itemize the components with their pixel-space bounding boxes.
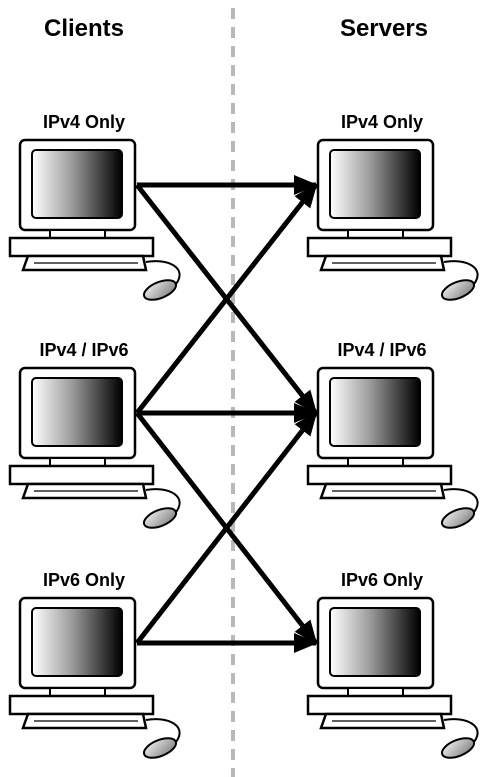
system-unit: [8, 464, 155, 486]
screen: [329, 377, 421, 447]
mouse-cord: [145, 260, 181, 285]
mouse-cord: [145, 718, 181, 743]
servers-column-title: Servers: [340, 15, 428, 42]
clients-column-title: Clients: [44, 15, 124, 42]
client-ipv6: IPv6 Only: [8, 570, 181, 759]
server-ipv6-label: IPv6 Only: [341, 570, 423, 590]
arrow-c_dual-to-s_ipv4: [135, 183, 318, 415]
mouse-icon: [440, 507, 476, 529]
server-dual-label: IPv4 / IPv6: [337, 340, 426, 360]
system-unit: [8, 694, 155, 716]
server-ipv6: IPv6 Only: [306, 570, 479, 759]
client-ipv6-label: IPv6 Only: [43, 570, 125, 590]
client-ipv4-label: IPv4 Only: [43, 112, 125, 132]
screen: [31, 607, 123, 677]
mouse-cord: [443, 488, 479, 513]
server-dual: IPv4 / IPv6: [306, 340, 479, 529]
system-unit: [306, 694, 453, 716]
mouse-cord: [145, 488, 181, 513]
server-ipv4: IPv4 Only: [306, 112, 479, 301]
mouse-icon: [142, 279, 178, 301]
system-unit: [8, 236, 155, 258]
connection-arrows: [135, 175, 318, 653]
screen: [31, 377, 123, 447]
screen: [329, 607, 421, 677]
system-unit: [306, 236, 453, 258]
client-ipv4: IPv4 Only: [8, 112, 181, 301]
mouse-icon: [142, 507, 178, 529]
screen: [31, 149, 123, 219]
mouse-icon: [440, 737, 476, 759]
mouse-icon: [142, 737, 178, 759]
client-dual-label: IPv4 / IPv6: [39, 340, 128, 360]
client-dual: IPv4 / IPv6: [8, 340, 181, 529]
arrow-c_ipv6-to-s_dual: [135, 411, 318, 645]
server-ipv4-label: IPv4 Only: [341, 112, 423, 132]
mouse-cord: [443, 260, 479, 285]
mouse-icon: [440, 279, 476, 301]
screen: [329, 149, 421, 219]
system-unit: [306, 464, 453, 486]
mouse-cord: [443, 718, 479, 743]
